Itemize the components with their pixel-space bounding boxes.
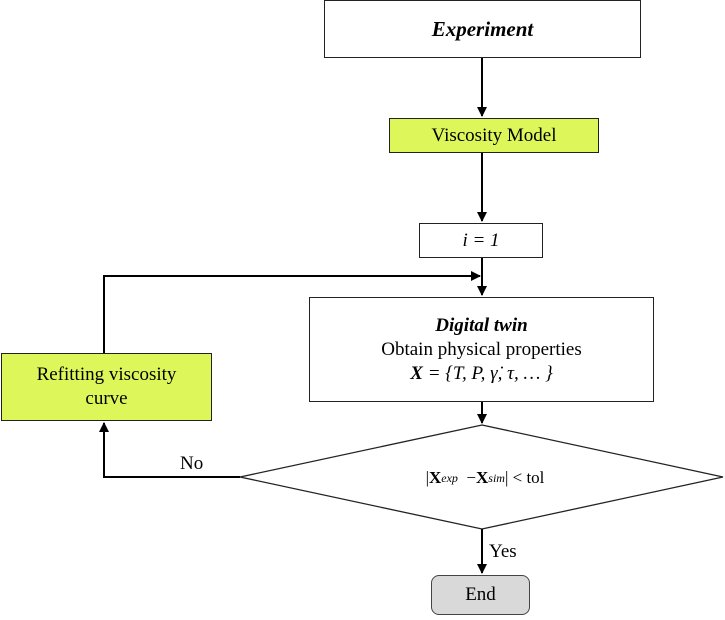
init-box: i = 1 — [419, 223, 543, 258]
refit-label-line1: Refitting viscosity — [36, 364, 177, 385]
refit-box: Refitting viscosity curve — [1, 353, 212, 421]
init-label: i = 1 — [462, 229, 500, 251]
viscosity-model-box: Viscosity Model — [389, 118, 599, 153]
end-box: End — [431, 575, 530, 615]
digital-twin-box: Digital twin Obtain physical properties … — [309, 297, 654, 402]
no-label: No — [180, 453, 204, 474]
arrow-refit-loop-back — [103, 271, 481, 353]
experiment-box: Experiment — [324, 0, 641, 58]
yes-label: Yes — [489, 541, 517, 562]
arrow-no-to-refit — [99, 422, 240, 478]
viscosity-model-label: Viscosity Model — [431, 124, 557, 146]
experiment-label: Experiment — [431, 16, 534, 41]
digital-twin-subtitle: Obtain physical properties — [381, 338, 582, 360]
digital-twin-title: Digital twin — [435, 314, 528, 336]
digital-twin-formula: X = {T, P, γ̇, τ, … } — [410, 362, 553, 384]
end-label: End — [465, 584, 496, 605]
refit-label-line2: curve — [85, 388, 128, 409]
